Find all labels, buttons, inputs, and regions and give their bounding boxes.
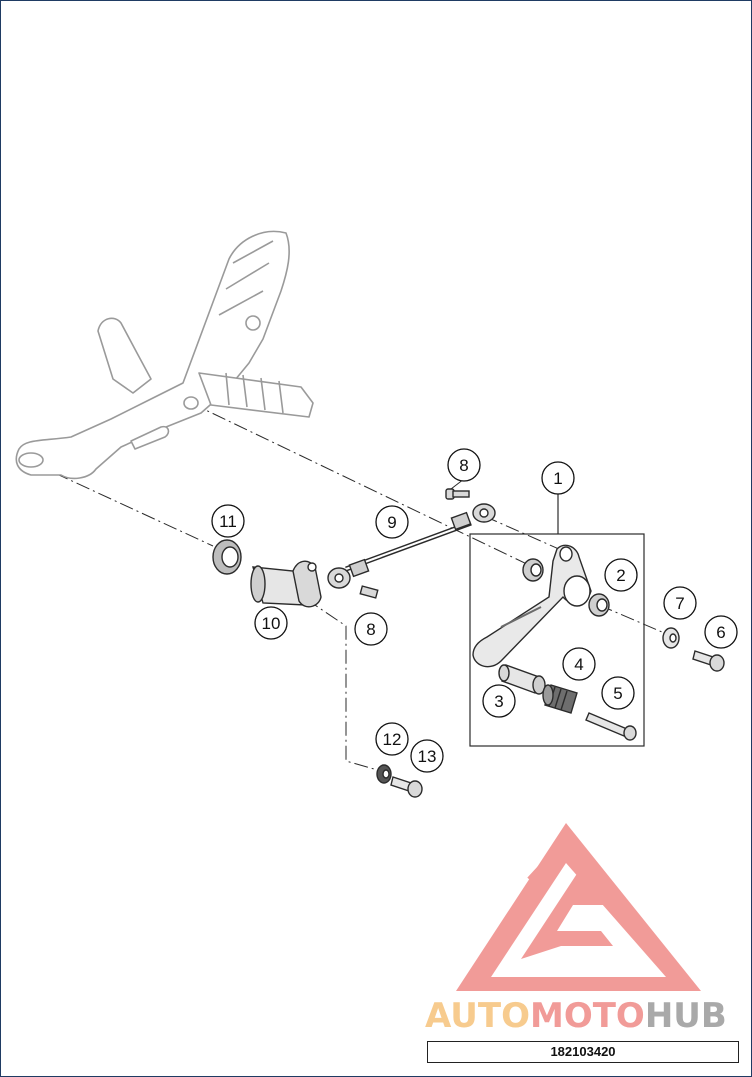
watermark-text: AUTOMOTOHUB: [425, 996, 727, 1036]
callout-6-label: 6: [716, 623, 725, 642]
callout-10: 10: [254, 606, 288, 640]
callout-8-lower-label: 8: [366, 620, 375, 639]
callout-11: 11: [211, 504, 245, 538]
bearing: [588, 593, 610, 617]
callout-7: 7: [663, 586, 697, 620]
callout-6: 6: [704, 615, 738, 649]
callout-8-upper: 8: [447, 448, 481, 482]
callout-4: 4: [562, 647, 596, 681]
shift-rod: [327, 503, 496, 589]
callout-7-label: 7: [675, 594, 684, 613]
callout-1-label: 1: [553, 469, 562, 488]
callout-3-label: 3: [494, 692, 503, 711]
footpeg-sleeve: [498, 664, 546, 695]
callout-2-label: 2: [616, 566, 625, 585]
footpeg-bolt: [585, 712, 637, 741]
footpeg: [198, 372, 314, 418]
washer: [662, 627, 680, 649]
callout-3: 3: [482, 684, 516, 718]
rubber-footpeg: [542, 684, 578, 714]
callout-4-label: 4: [574, 655, 583, 674]
footrest-bracket: [15, 230, 314, 480]
callouts: 1 2 3 4 5 6 7 8: [211, 448, 738, 773]
callout-11-label: 11: [219, 512, 237, 531]
bearing-left: [522, 558, 544, 582]
callout-13-label: 13: [418, 747, 437, 766]
shift-lever: [472, 544, 592, 668]
callout-8-upper-label: 8: [459, 456, 468, 475]
screw-lower: [359, 585, 379, 599]
callout-9: 9: [375, 505, 409, 539]
callout-2: 2: [604, 558, 638, 592]
callout-5-label: 5: [613, 684, 622, 703]
callout-8-lower: 8: [354, 612, 388, 646]
callout-1: 1: [541, 461, 575, 495]
document-number-box: 182103420: [427, 1041, 739, 1063]
callout-9-label: 9: [387, 513, 396, 532]
pivot-screw: [692, 650, 725, 672]
callout-13: 13: [410, 739, 444, 773]
clamp-bolt: [390, 776, 423, 798]
automotohub-watermark: AUTOMOTOHUB: [425, 823, 727, 1036]
bushing-ring: [212, 539, 242, 575]
callout-5: 5: [601, 676, 635, 710]
serrated-washer: [376, 764, 392, 784]
shift-shaft-lever: [250, 560, 322, 608]
callout-12: 12: [375, 722, 409, 756]
watermark-triangle-mark: [456, 823, 701, 991]
callout-12-label: 12: [383, 730, 402, 749]
shift-lever-group-box: [469, 533, 645, 747]
callout-10-label: 10: [262, 614, 281, 633]
screw-upper: [445, 488, 470, 500]
